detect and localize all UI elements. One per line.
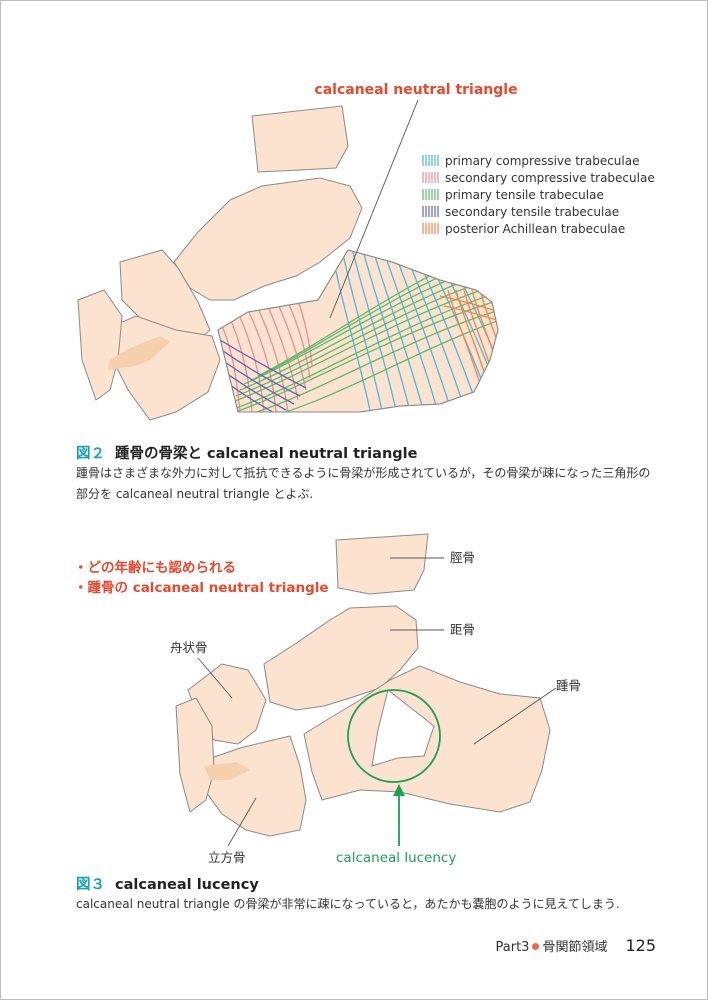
overlap-shading [108, 336, 170, 370]
footer-section: Part3 [495, 940, 530, 955]
talus-label: 距骨 [450, 622, 475, 637]
talus-bone [263, 605, 419, 711]
figure-2-caption-title: 図２ 踵骨の骨梁と calcaneal neutral triangle [76, 442, 417, 463]
figure-2-title: 踵骨の骨梁と calcaneal neutral triangle [115, 446, 418, 462]
trabeculae [218, 250, 498, 412]
key-points: ・どの年齢にも認められる ・踵骨の calcaneal neutral tria… [74, 559, 329, 596]
page-footer: Part3 骨関節領域 125 [496, 936, 657, 955]
trabeculae-legend: primary compressive trabeculae secondary… [422, 154, 655, 236]
legend-label: secondary compressive trabeculae [445, 171, 655, 185]
calcaneus-outline [217, 249, 499, 413]
tibia-bone [335, 533, 429, 595]
cuboid-label: 立方骨 [208, 850, 246, 865]
legend-label: primary compressive trabeculae [445, 154, 639, 168]
figure-3-illustration: 脛骨 距骨 舟状骨 踵骨 立方骨 calcaneal lucency ・どの年齢… [74, 533, 581, 866]
legend-label: posterior Achillean trabeculae [445, 222, 625, 236]
lucency-arrowhead [393, 784, 405, 796]
footer-chapter: 骨関節領域 [542, 940, 608, 955]
lucency-triangle [371, 689, 435, 767]
legend-item-primary-compressive: primary compressive trabeculae [422, 154, 639, 168]
figure-3-caption-title: 図３ calcaneal lucency [76, 873, 259, 894]
legend-item-secondary-tensile: secondary tensile trabeculae [422, 205, 619, 219]
figure-2-illustration: calcaneal neutral triangle primary compr… [77, 82, 655, 421]
lucency-circle [347, 689, 441, 783]
leader-lines [197, 557, 557, 847]
cuboid-bone [199, 735, 307, 837]
figure-3-caption-body: calcaneal neutral triangle の骨梁が非常に疎になってい… [76, 897, 620, 911]
neutral-triangle-pointer [329, 99, 419, 319]
navicular-label: 舟状骨 [170, 640, 208, 655]
lucency-label: calcaneal lucency [336, 850, 456, 866]
key-point-2: ・踵骨の calcaneal neutral triangle [74, 579, 329, 596]
tibia-label: 脛骨 [450, 550, 475, 565]
footer-dot-icon [532, 943, 540, 950]
page-number: 125 [625, 936, 656, 955]
bone-labels: 脛骨 距骨 舟状骨 踵骨 立方骨 [170, 550, 581, 865]
neutral-triangle-label: calcaneal neutral triangle [314, 82, 517, 98]
legend-item-posterior-achillean: posterior Achillean trabeculae [422, 222, 625, 236]
figure-3-number: 図３ [76, 877, 105, 893]
figure-2-caption-body: 踵骨はさまざまな外力に対して抵抗できるように骨梁が形成されているが，その骨梁が疎… [76, 466, 651, 501]
figure-2-number: 図２ [76, 446, 105, 462]
legend-item-secondary-compressive: secondary compressive trabeculae [422, 171, 655, 185]
legend-label: secondary tensile trabeculae [445, 205, 619, 219]
legend-label: primary tensile trabeculae [445, 188, 604, 202]
key-point-1: ・どの年齢にも認められる [74, 559, 236, 576]
overlap-shading [204, 762, 250, 780]
metatarsal-bone [175, 697, 215, 813]
calcaneus-label: 踵骨 [556, 678, 581, 693]
legend-item-primary-tensile: primary tensile trabeculae [422, 188, 604, 202]
figure-3-title: calcaneal lucency [115, 877, 259, 893]
